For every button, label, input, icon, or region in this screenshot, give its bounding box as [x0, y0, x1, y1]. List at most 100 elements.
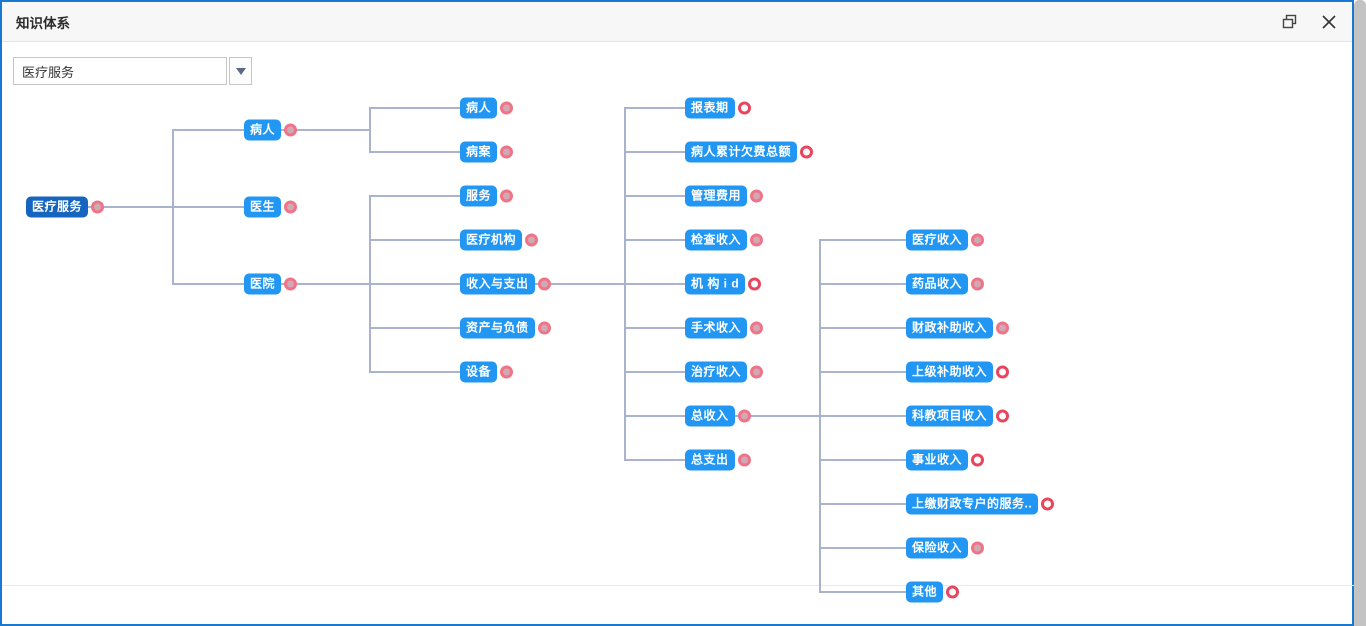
node-port-icon[interactable]	[946, 585, 960, 599]
node-port-icon[interactable]	[537, 321, 551, 335]
node-port-icon[interactable]	[284, 277, 298, 291]
tree-node[interactable]: 病案	[460, 141, 514, 163]
node-port-icon[interactable]	[750, 233, 764, 247]
tree-node-label: 病人	[460, 97, 498, 119]
tree-node[interactable]: 病人	[460, 97, 514, 119]
node-port-icon[interactable]	[800, 145, 814, 159]
connector-line	[624, 195, 685, 197]
node-port-icon[interactable]	[284, 200, 298, 214]
tree-node[interactable]: 设备	[460, 361, 514, 383]
node-port-icon[interactable]	[750, 189, 764, 203]
tree-node[interactable]: 检查收入	[685, 229, 764, 251]
connector-line	[819, 371, 906, 373]
tree-node[interactable]: 上缴财政专户的服务..	[906, 493, 1055, 515]
window-title: 知识体系	[16, 15, 70, 31]
tree-node[interactable]: 服务	[460, 185, 514, 207]
tree-node[interactable]: 资产与负债	[460, 317, 551, 339]
node-port-icon[interactable]	[525, 233, 539, 247]
node-port-icon[interactable]	[737, 101, 751, 115]
node-port-icon[interactable]	[748, 277, 762, 291]
connector-line	[685, 415, 821, 417]
connector-line	[624, 283, 685, 285]
tree-node[interactable]: 治疗收入	[685, 361, 764, 383]
tree-node-label: 其他	[906, 581, 944, 603]
tree-node[interactable]: 机 构 i d	[685, 273, 762, 295]
tree-node[interactable]: 上级补助收入	[906, 361, 1010, 383]
tree-node[interactable]: 医疗收入	[906, 229, 985, 251]
connector-line	[819, 239, 906, 241]
connector-line	[369, 151, 460, 153]
node-port-icon[interactable]	[500, 101, 514, 115]
node-port-icon[interactable]	[1041, 497, 1055, 511]
tree-node[interactable]: 总支出	[685, 449, 751, 471]
connector-line	[369, 195, 460, 197]
tree-node-label: 财政补助收入	[906, 317, 994, 339]
tree-node[interactable]: 科教项目收入	[906, 405, 1010, 427]
node-port-icon[interactable]	[284, 123, 298, 137]
tree-node[interactable]: 财政补助收入	[906, 317, 1010, 339]
tree-node[interactable]: 保险收入	[906, 537, 985, 559]
node-port-icon[interactable]	[500, 189, 514, 203]
tree-node-label: 医疗收入	[906, 229, 969, 251]
node-port-icon[interactable]	[971, 233, 985, 247]
node-port-icon[interactable]	[500, 365, 514, 379]
tree-node[interactable]: 事业收入	[906, 449, 985, 471]
tree-node[interactable]: 总收入	[685, 405, 751, 427]
tree-node-label: 事业收入	[906, 449, 969, 471]
connector-line	[819, 503, 906, 505]
node-port-icon[interactable]	[537, 277, 551, 291]
connector-line	[819, 283, 906, 285]
node-port-icon[interactable]	[737, 453, 751, 467]
window-controls	[1280, 13, 1338, 31]
tree-node[interactable]: 医生	[244, 196, 298, 218]
tree-node[interactable]: 医疗机构	[460, 229, 539, 251]
tree-node[interactable]: 其他	[906, 581, 960, 603]
connector-line	[244, 129, 371, 131]
vertical-scrollbar[interactable]	[1354, 0, 1366, 626]
tree-node[interactable]: 病人	[244, 119, 298, 141]
node-port-icon[interactable]	[500, 145, 514, 159]
knowledge-base-combobox: 医疗服务	[13, 57, 252, 85]
tree-node[interactable]: 手术收入	[685, 317, 764, 339]
node-port-icon[interactable]	[91, 200, 105, 214]
connector-line	[819, 547, 906, 549]
node-port-icon[interactable]	[971, 541, 985, 555]
node-port-icon[interactable]	[996, 365, 1010, 379]
restore-button[interactable]	[1280, 13, 1298, 31]
tree-node-label: 机 构 i d	[685, 273, 746, 295]
tree-node-label: 病案	[460, 141, 498, 163]
tree-node[interactable]: 收入与支出	[460, 273, 551, 295]
tree-node[interactable]: 药品收入	[906, 273, 985, 295]
connector-line	[624, 371, 685, 373]
tree-node-label: 上缴财政专户的服务..	[906, 493, 1039, 515]
tree-node[interactable]: 医疗服务	[26, 196, 105, 218]
tree-node[interactable]: 报表期	[685, 97, 751, 119]
tree-node-label: 医生	[244, 196, 282, 218]
close-button[interactable]	[1320, 13, 1338, 31]
connector-line	[172, 206, 244, 208]
node-port-icon[interactable]	[750, 365, 764, 379]
tree-node-label: 检查收入	[685, 229, 748, 251]
tree-node-label: 医院	[244, 273, 282, 295]
connector-line	[819, 459, 906, 461]
tree-node-label: 服务	[460, 185, 498, 207]
combobox-value-field[interactable]: 医疗服务	[13, 57, 227, 85]
tree-node[interactable]: 管理费用	[685, 185, 764, 207]
tree-node[interactable]: 病人累计欠费总额	[685, 141, 814, 163]
combobox-dropdown-button[interactable]	[229, 57, 252, 85]
node-port-icon[interactable]	[750, 321, 764, 335]
tree-node-label: 资产与负债	[460, 317, 535, 339]
node-port-icon[interactable]	[737, 409, 751, 423]
tree-node-label: 病人累计欠费总额	[685, 141, 798, 163]
node-port-icon[interactable]	[996, 409, 1010, 423]
connector-line	[369, 239, 460, 241]
connector-line	[819, 415, 906, 417]
tree-node-label: 保险收入	[906, 537, 969, 559]
tree-node[interactable]: 医院	[244, 273, 298, 295]
restore-icon	[1282, 14, 1296, 29]
node-port-icon[interactable]	[971, 277, 985, 291]
node-port-icon[interactable]	[971, 453, 985, 467]
node-port-icon[interactable]	[996, 321, 1010, 335]
